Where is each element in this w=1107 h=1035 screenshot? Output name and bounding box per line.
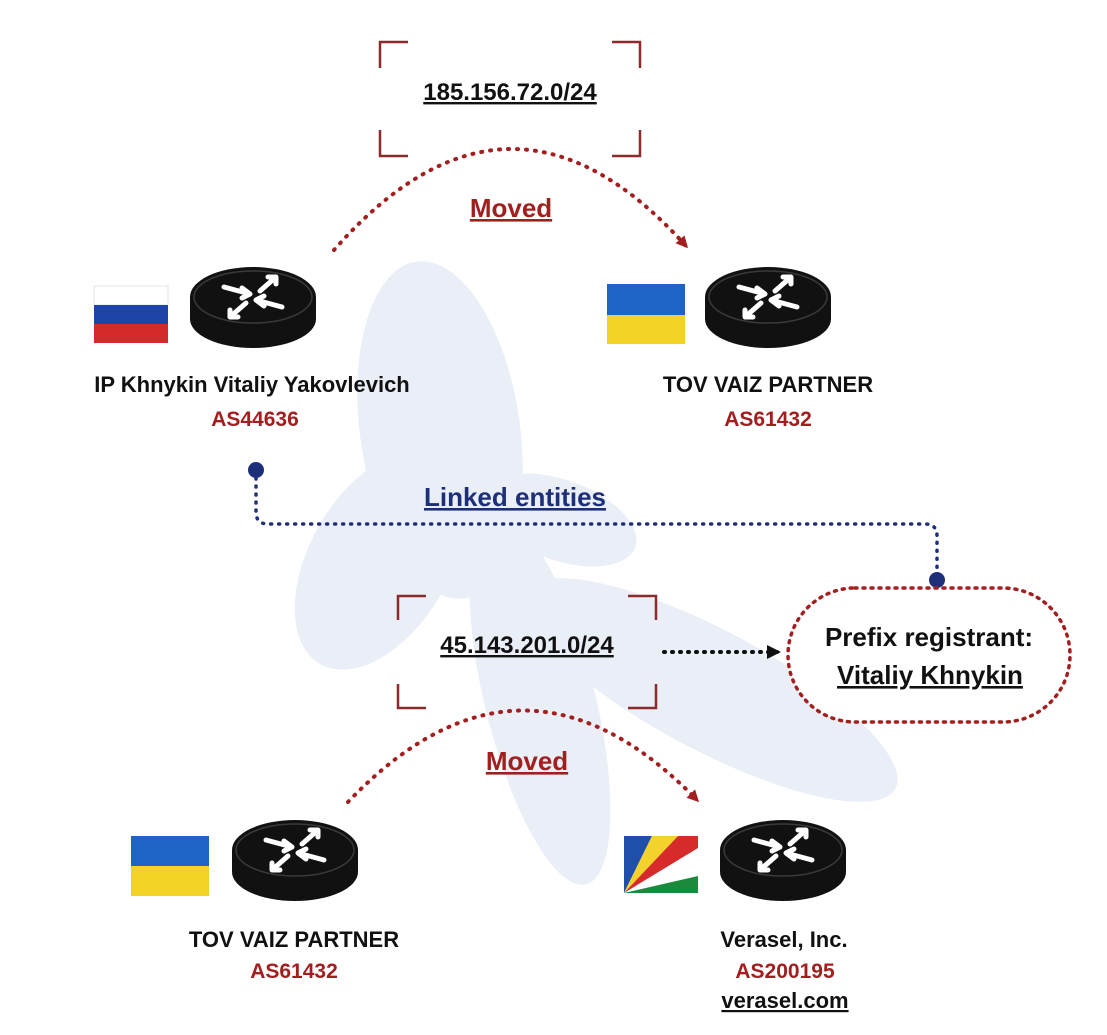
router-icon <box>720 820 846 901</box>
node-asn-bottom-right: AS200195 <box>735 960 835 983</box>
linked-dot-end <box>929 572 945 588</box>
linked-entities-line <box>254 476 939 574</box>
registrant-value: Vitaliy Khnykin <box>837 660 1023 690</box>
node-name-top-right: TOV VAIZ PARTNER <box>663 372 873 397</box>
node-name-bottom-right: Verasel, Inc. <box>720 927 847 952</box>
flag-ukraine-bottom <box>131 836 209 896</box>
moved-arrow-top <box>332 147 689 252</box>
node-asn-bottom-left: AS61432 <box>250 960 338 983</box>
moved-arrow-bottom <box>346 708 700 804</box>
flag-ukraine-top <box>607 284 685 344</box>
node-asn-top-right: AS61432 <box>724 408 812 431</box>
prefix-bracket-top <box>378 40 642 158</box>
router-icon <box>232 820 358 901</box>
registrant-key: Prefix registrant: <box>825 622 1033 652</box>
node-name-top-left: IP Khnykin Vitaliy Yakovlevich <box>94 372 410 397</box>
node-name-bottom-left: TOV VAIZ PARTNER <box>189 927 399 952</box>
router-icon <box>190 267 316 348</box>
router-icon <box>705 267 831 348</box>
linked-dot-start <box>248 462 264 478</box>
prefix-label-bottom: 45.143.201.0/24 <box>440 632 614 659</box>
prefix-bracket-bottom <box>396 594 658 710</box>
prefix-label-top: 185.156.72.0/24 <box>423 79 597 106</box>
moved-label-top: Moved <box>470 193 552 223</box>
node-asn-top-left: AS44636 <box>211 408 299 431</box>
flag-seychelles <box>624 836 698 893</box>
linked-entities-label: Linked entities <box>424 482 606 512</box>
dragonfly-watermark <box>294 261 898 885</box>
node-domain-bottom-right: verasel.com <box>721 988 848 1013</box>
flag-russia <box>93 285 169 343</box>
registrant-box <box>786 586 1072 724</box>
moved-label-bottom: Moved <box>486 746 568 776</box>
